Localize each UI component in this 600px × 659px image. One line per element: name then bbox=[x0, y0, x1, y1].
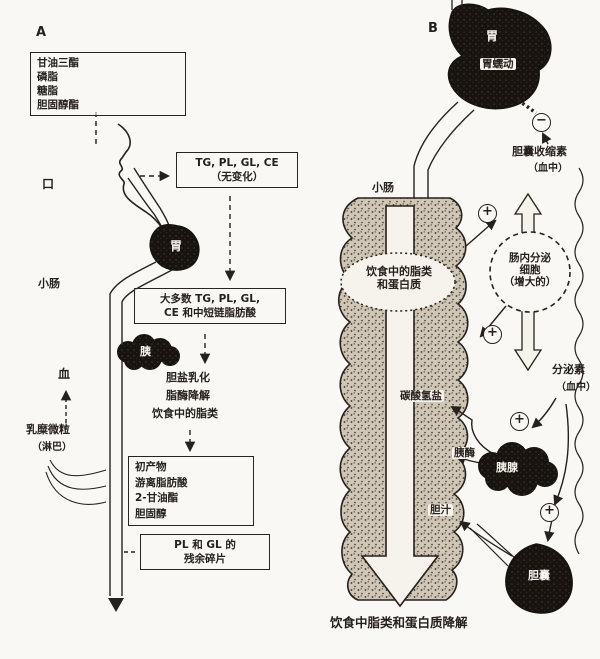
bottom-caption: 饮食中脂类和蛋白质降解 bbox=[330, 615, 468, 630]
bicarbonate-label: 碳酸氢盐 bbox=[398, 390, 444, 403]
peristalsis-label: 胃蠕动 bbox=[480, 58, 516, 71]
endocrine-cell-text: 肠内分泌 细胞 （增大的） bbox=[490, 252, 570, 288]
pancreatic-enzyme-label: 胰酶 bbox=[452, 447, 477, 460]
bile-label: 胆汁 bbox=[428, 504, 453, 517]
cck-label: 胆囊收缩素 bbox=[512, 145, 567, 158]
diet-ellipse-text: 饮食中的脂类 和蛋白质 bbox=[344, 265, 454, 291]
emulsify-line-3: 饮食中的脂类 bbox=[152, 407, 218, 420]
pancreas-b-label: 胰腺 bbox=[496, 461, 518, 474]
lymph-label: （淋巴） bbox=[32, 442, 72, 453]
products-line-4: 胆固醇 bbox=[135, 507, 167, 520]
gallbladder-label: 胆囊 bbox=[528, 569, 550, 582]
unchanged-line-2: （无变化） bbox=[210, 171, 264, 183]
emulsify-line-1: 胆盐乳化 bbox=[166, 371, 210, 384]
endocrine-line-2: 细胞 bbox=[519, 264, 541, 277]
ellipse-line-2: 和蛋白质 bbox=[377, 277, 421, 291]
chylomicron-label: 乳糜微粒 bbox=[26, 423, 70, 436]
most-lipids-box: 大多数 TG, PL, GL, CE 和中短链脂肪酸 bbox=[134, 288, 286, 324]
panel-a-label: A bbox=[36, 25, 47, 40]
unchanged-box: TG, PL, GL, CE （无变化） bbox=[176, 152, 298, 188]
endocrine-line-1: 肠内分泌 bbox=[509, 252, 551, 264]
endocrine-cell-shape bbox=[489, 231, 571, 313]
diet-line-4: 胆固醇酯 bbox=[37, 99, 79, 111]
blood-label: 血 bbox=[58, 367, 71, 381]
small-intestine-b-label: 小肠 bbox=[372, 181, 394, 194]
ellipse-line-1: 饮食中的脂类 bbox=[366, 265, 432, 278]
gallbladder-shape bbox=[505, 543, 573, 614]
panel-a-artwork bbox=[45, 112, 236, 612]
panel-b-label: B bbox=[428, 21, 438, 36]
minus-circle-icon: − bbox=[532, 113, 551, 132]
pancreas-a-label: 胰 bbox=[140, 345, 151, 358]
secretin-blood-label: （血中） bbox=[556, 382, 596, 393]
fragments-line-2: 残余碎片 bbox=[184, 553, 226, 565]
plus-circle-icon: + bbox=[510, 412, 529, 431]
products-line-3: 2-甘油酯 bbox=[135, 492, 179, 504]
emulsify-line-2: 脂酶降解 bbox=[166, 389, 210, 402]
mouth-label: 口 bbox=[42, 177, 55, 191]
stomach-b-label: 胃 bbox=[486, 29, 499, 43]
fragments-line-1: PL 和 GL 的 bbox=[174, 539, 236, 551]
fragments-box: PL 和 GL 的 残余碎片 bbox=[140, 534, 270, 570]
small-intestine-a-label: 小肠 bbox=[38, 277, 60, 290]
unchanged-line-1: TG, PL, GL, CE bbox=[195, 157, 279, 169]
secretin-label: 分泌素 bbox=[552, 363, 585, 376]
most-line-2: CE 和中短链脂肪酸 bbox=[163, 307, 257, 319]
products-line-1: 初产物 bbox=[135, 461, 167, 473]
plus-circle-icon: + bbox=[540, 503, 559, 522]
stomach-a-label: 胃 bbox=[170, 239, 183, 253]
plus-circle-icon: + bbox=[483, 325, 502, 344]
plus-circle-icon: + bbox=[478, 204, 497, 223]
endocrine-line-3: （增大的） bbox=[503, 276, 557, 289]
cck-blood-label: （血中） bbox=[528, 163, 568, 174]
pancreas-shape bbox=[478, 442, 558, 496]
most-line-1: 大多数 TG, PL, GL, bbox=[160, 293, 260, 305]
diet-line-1: 甘油三酯 bbox=[37, 57, 79, 69]
dietary-lipids-box: 甘油三酯 磷脂 糖脂 胆固醇酯 bbox=[30, 52, 186, 116]
diet-line-3: 糖脂 bbox=[37, 85, 58, 97]
initial-products-box: 初产物 游离脂肪酸 2-甘油酯 胆固醇 bbox=[128, 456, 254, 526]
diet-line-2: 磷脂 bbox=[37, 71, 58, 83]
products-line-2: 游离脂肪酸 bbox=[135, 476, 188, 489]
stomach-shape bbox=[447, 3, 552, 110]
